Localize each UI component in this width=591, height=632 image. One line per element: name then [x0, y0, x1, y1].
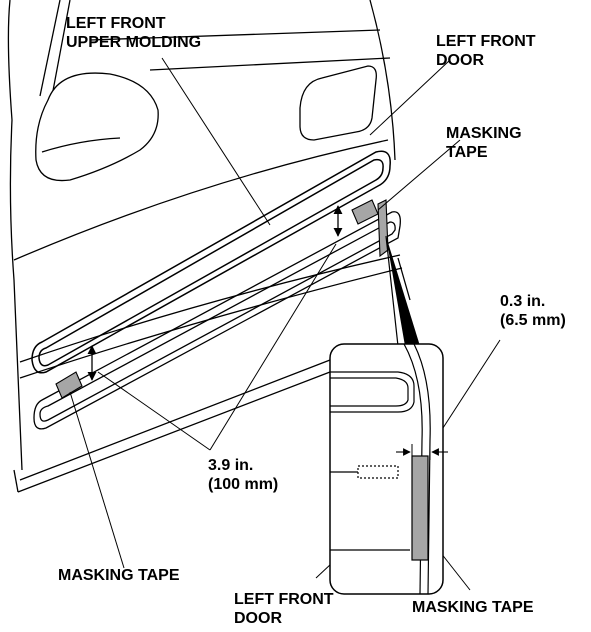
label-gap-dimension: 0.3 in. (6.5 mm): [500, 293, 566, 329]
dimension-arrows: [87, 205, 343, 381]
label-masking-tape-bottom: MASKING TAPE: [412, 599, 534, 616]
label-left-front-upper-molding: LEFT FRONT UPPER MOLDING: [66, 15, 202, 51]
side-mirror: [35, 72, 159, 182]
label-left-front-door-bottom: LEFT FRONT DOOR: [234, 591, 334, 627]
door-handle: [299, 65, 377, 141]
label-left-front-door-top: LEFT FRONT DOOR: [436, 33, 536, 69]
label-masking-tape-top: MASKING TAPE: [446, 125, 522, 161]
masking-tape-lower-front: [55, 371, 83, 399]
detail-callout-wedge: [385, 235, 420, 347]
masking-tape-upper-rear: [351, 199, 379, 225]
door-body: [7, 0, 411, 493]
masking-tape-pieces: [55, 199, 389, 399]
lower-molding: [33, 211, 401, 430]
detail-inset: [329, 343, 448, 595]
label-distance-dimension: 3.9 in. (100 mm): [208, 457, 279, 493]
upper-molding: [31, 150, 391, 374]
masking-tape-detail: [411, 455, 429, 561]
label-masking-tape-left: MASKING TAPE: [58, 567, 180, 584]
